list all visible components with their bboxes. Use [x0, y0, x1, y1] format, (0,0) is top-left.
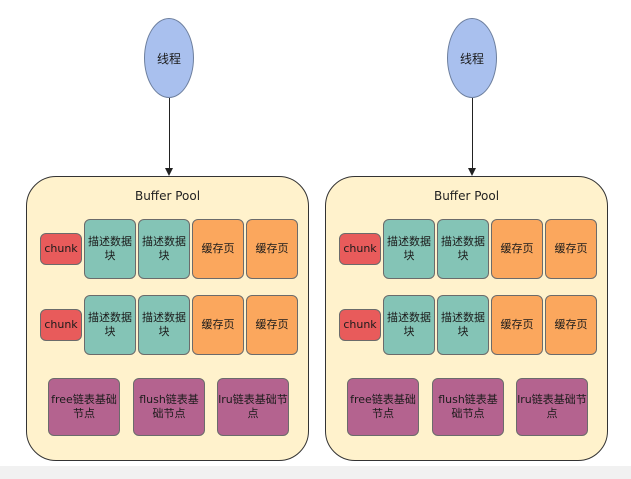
flush-list-node: flush链表基础节点 — [133, 378, 205, 436]
thread-node: 线程 — [447, 18, 497, 98]
lru-list-node: lru链表基础节点 — [217, 378, 289, 436]
flush-list-node: flush链表基础节点 — [432, 378, 504, 436]
buffer-pool: Buffer Pool chunk 描述数据块 描述数据块 缓存页 缓存页 ch… — [325, 176, 608, 461]
buffer-pool: Buffer Pool chunk 描述数据块 描述数据块 缓存页 缓存页 ch… — [26, 176, 309, 461]
arrow-line — [472, 98, 473, 168]
descriptor-block: 描述数据块 — [138, 295, 190, 355]
descriptor-block: 描述数据块 — [437, 295, 489, 355]
cache-page: 缓存页 — [192, 219, 244, 279]
cache-page: 缓存页 — [246, 295, 298, 355]
arrow-head — [165, 168, 173, 176]
descriptor-block: 描述数据块 — [84, 295, 136, 355]
cache-page: 缓存页 — [491, 219, 543, 279]
descriptor-block: 描述数据块 — [383, 295, 435, 355]
descriptor-block: 描述数据块 — [383, 219, 435, 279]
cache-page: 缓存页 — [246, 219, 298, 279]
chunk-block: chunk — [40, 233, 82, 265]
arrow-head — [468, 168, 476, 176]
free-list-node: free链表基础节点 — [48, 378, 120, 436]
pool-title: Buffer Pool — [134, 189, 201, 203]
chunk-block: chunk — [339, 233, 381, 265]
pool-title: Buffer Pool — [433, 189, 500, 203]
arrow-line — [169, 98, 170, 168]
cache-page: 缓存页 — [491, 295, 543, 355]
lru-list-node: lru链表基础节点 — [516, 378, 588, 436]
chunk-block: chunk — [40, 309, 82, 341]
free-list-node: free链表基础节点 — [347, 378, 419, 436]
descriptor-block: 描述数据块 — [84, 219, 136, 279]
thread-node: 线程 — [144, 18, 194, 98]
chunk-block: chunk — [339, 309, 381, 341]
descriptor-block: 描述数据块 — [138, 219, 190, 279]
cache-page: 缓存页 — [192, 295, 244, 355]
descriptor-block: 描述数据块 — [437, 219, 489, 279]
cache-page: 缓存页 — [545, 295, 597, 355]
bottom-band — [0, 466, 631, 479]
cache-page: 缓存页 — [545, 219, 597, 279]
